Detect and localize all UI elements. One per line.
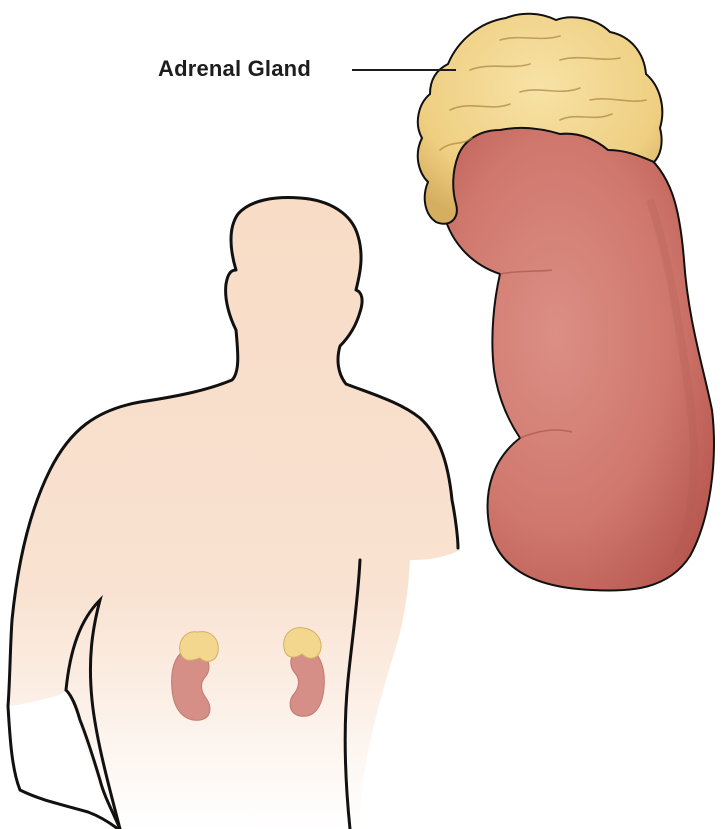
- small-adrenal-left: [180, 632, 219, 662]
- kidney-body: [441, 124, 714, 590]
- human-silhouette: [8, 198, 460, 829]
- large-kidney: [441, 124, 714, 590]
- body-outline: [8, 198, 460, 829]
- adrenal-gland-label: Adrenal Gland: [158, 56, 311, 82]
